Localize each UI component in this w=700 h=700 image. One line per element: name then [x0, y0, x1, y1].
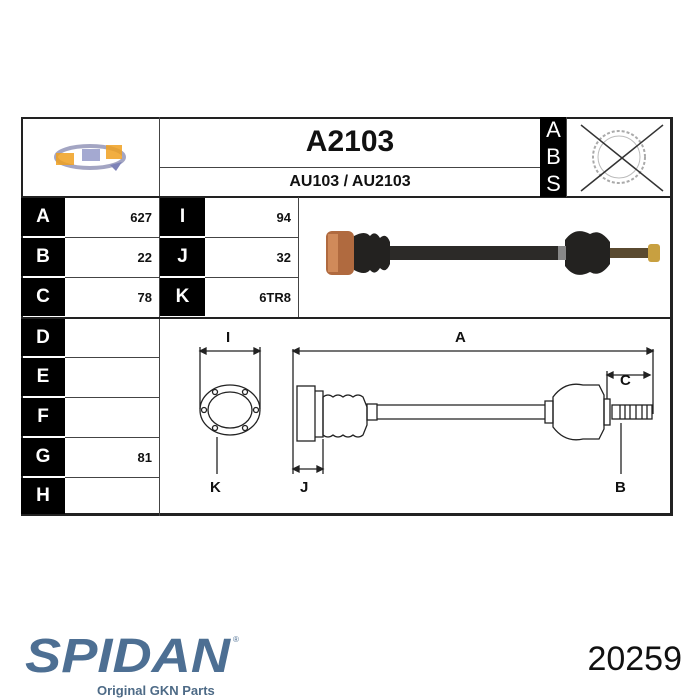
spec-value-j: 32 — [276, 249, 291, 265]
abs-ring-crossed-icon — [567, 117, 671, 197]
divider — [298, 197, 299, 317]
spec-label-f: F — [21, 398, 65, 436]
spec-value-b: 22 — [137, 249, 152, 265]
spec-label-j: J — [160, 238, 205, 276]
divider — [65, 437, 159, 438]
dim-label-k: K — [210, 479, 221, 496]
abs-letter: S — [546, 170, 561, 196]
divider — [65, 237, 159, 238]
spec-value-f — [66, 398, 152, 436]
spec-value-i: 94 — [276, 209, 291, 225]
divider — [159, 117, 160, 516]
spec-label-a: A — [21, 198, 65, 236]
spec-value-h — [66, 478, 152, 514]
svg-text:SPIDAN: SPIDAN — [25, 630, 232, 680]
spec-label-h: H — [21, 478, 65, 514]
spec-sheet-frame — [21, 117, 673, 516]
oe-references: AU103 / AU2103 — [289, 173, 411, 190]
dimension-diagram: I K J A C B — [160, 319, 672, 515]
pst-logo — [50, 135, 135, 180]
spec-label-g: G — [21, 438, 65, 476]
abs-label: A B S — [540, 117, 567, 197]
abs-letter: A — [546, 117, 561, 143]
spec-label-k: K — [160, 278, 205, 316]
spec-label-i: I — [160, 198, 205, 236]
spec-value-a: 627 — [130, 209, 152, 225]
dim-label-i: I — [226, 329, 231, 346]
divider — [21, 317, 673, 319]
spec-value-c: 78 — [137, 289, 152, 305]
divider — [65, 277, 159, 278]
spec-label-d: D — [21, 319, 65, 356]
divider — [566, 117, 567, 197]
spec-value-k: 6TR8 — [259, 289, 291, 305]
divider — [65, 397, 159, 398]
svg-text:®: ® — [233, 635, 239, 644]
abs-letter: B — [546, 143, 561, 169]
spec-value-g: 81 — [137, 449, 152, 465]
divider — [205, 277, 298, 278]
divider — [65, 357, 159, 358]
spec-label-b: B — [21, 238, 65, 276]
dim-label-c: C — [620, 372, 631, 389]
spec-value-e — [66, 358, 152, 396]
dim-label-b: B — [615, 479, 626, 496]
part-number: 20259 — [587, 640, 682, 678]
divider — [21, 196, 673, 198]
divider — [160, 167, 540, 168]
spec-label-c: C — [21, 278, 65, 316]
driveshaft-photo — [300, 198, 672, 316]
dim-label-a: A — [455, 329, 466, 346]
product-code: A2103 — [305, 125, 395, 158]
divider — [205, 237, 298, 238]
spec-label-e: E — [21, 358, 65, 396]
dim-label-j: J — [300, 479, 309, 496]
divider — [65, 477, 159, 478]
spidan-logo: SPIDAN ® — [25, 630, 245, 685]
spec-value-d — [66, 319, 152, 356]
brand-tagline: Original GKN Parts — [97, 683, 215, 698]
